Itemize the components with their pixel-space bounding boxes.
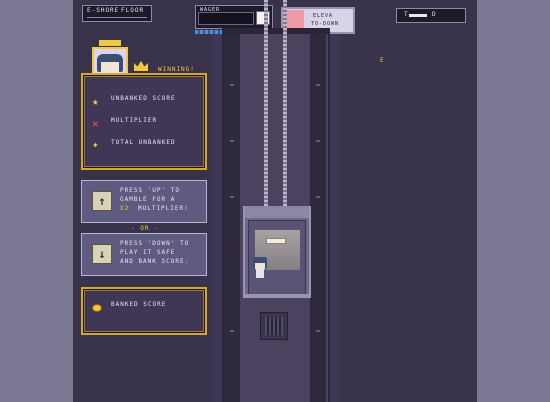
shaft-right-rail [310,28,326,402]
rail-bolt [316,140,320,142]
hud-right-box: T D [396,8,466,23]
shaft-left-rail [224,28,240,402]
shaft-vent-grate [260,312,288,340]
coin-icon [92,304,102,312]
call-button-label-1: ELEVA [313,13,334,19]
total-unbanked-label: TOTAL UNBANKED [111,139,176,146]
rail-bolt [230,330,234,332]
call-button-label-2: TO-DOWN [311,21,340,27]
winning-panel [81,73,207,170]
multiplier-label: MULTIPLIER [111,117,158,124]
bank-line-3: AND BANK SCORE. [120,258,190,265]
shaft-left-wall [212,34,222,402]
bank-option-panel[interactable]: ↓ PRESS 'DOWN' TO PLAY IT SAFE AND BANK … [81,233,207,276]
shaft-right-wall [330,34,340,402]
floor-marker: E [380,57,385,64]
or-separator: - OR - [131,225,159,232]
elevator-roof [245,206,309,218]
hud-right-bar [409,14,427,17]
rail-bolt [316,330,320,332]
multiplier-x-icon: ✕ [92,117,99,130]
total-star-icon: ✦ [92,138,99,151]
gamble-multiplier-value: X2 [120,205,130,212]
rail-bolt [316,84,320,86]
hud-left-underline [87,17,147,18]
wager-box: WAGER [195,5,273,29]
gamble-line-2: GAMBLE FOR A [120,196,176,203]
rail-bolt [230,196,234,198]
hud-left-box: E-SHORE FLOOR [82,5,152,22]
avatar-face [101,62,119,74]
player-character-face [255,263,265,269]
rail-bolt [316,196,320,198]
gamble-option-panel[interactable]: ↑ PRESS 'UP' TO GAMBLE FOR A X2 MULTIPLI… [81,180,207,223]
banked-score-label: BANKED SCORE [111,301,167,308]
wager-meter [198,12,254,25]
elevator-cable-right [283,0,287,206]
bank-line-2: PLAY IT SAFE [120,249,176,256]
right-margin [477,0,550,402]
crown-icon [134,61,148,71]
hud-right-label-1: T [404,11,409,18]
banked-score-panel [81,287,207,335]
hud-left-label-2: FLOOR [121,7,145,14]
pink-character-icon [284,10,304,32]
wager-label: WAGER [200,7,221,13]
winning-badge: WINNING! [158,66,195,73]
rail-bolt [230,84,234,86]
hud-right-label-2: D [432,11,437,18]
vent-grille [265,317,283,335]
hud-left-label-1: E-SHORE [87,7,120,14]
gamble-line-1: PRESS 'UP' TO [120,187,180,194]
avatar-frame [99,40,121,46]
star-icon: ★ [92,95,99,108]
unbanked-score-label: UNBANKED SCORE [111,95,176,102]
down-arrow-key-icon: ↓ [92,244,112,264]
elevator-floor [245,294,309,298]
player-character-body [256,269,264,278]
ceiling-lamp-icon [266,238,286,244]
elevator-cable-left [264,0,268,206]
left-margin [0,0,73,402]
bank-line-1: PRESS 'DOWN' TO [120,240,190,247]
winning-panel-inner [84,76,204,167]
shaft-top-beam [222,28,330,34]
rail-bolt [230,140,234,142]
gamble-line-3: MULTIPLIER! [138,205,189,212]
banked-panel-inner [84,290,204,332]
up-arrow-key-icon: ↑ [92,191,112,211]
